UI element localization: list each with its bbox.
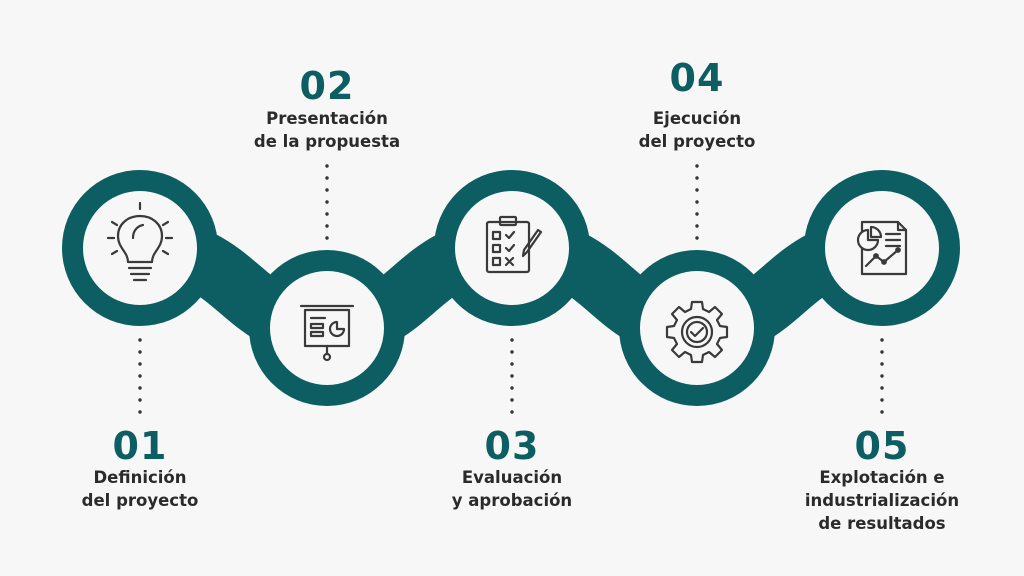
step-number-4: 04: [669, 56, 725, 100]
presentation-board-icon: [299, 304, 355, 362]
step-circle-5: [804, 170, 960, 326]
step-title-4: Ejecución del proyecto: [638, 109, 756, 151]
leader-2: [325, 164, 329, 240]
step-circle-1: [62, 170, 218, 326]
leader-3: [510, 338, 514, 414]
step-number-1: 01: [112, 424, 168, 468]
leader-5: [880, 338, 884, 414]
step-title-2: Presentación de la propuesta: [253, 109, 401, 151]
step-number-5: 05: [854, 424, 910, 468]
step-title-5: Explotación e industrialización de resul…: [804, 468, 960, 533]
report-chart-icon: [856, 220, 908, 276]
step-circle-4: [619, 250, 775, 406]
step-circle-2: [249, 250, 405, 406]
step-title-3: Evaluación y aprobación: [451, 468, 573, 510]
leader-4: [695, 164, 699, 240]
lightbulb-icon: [106, 201, 174, 282]
step-number-3: 03: [484, 424, 540, 468]
step-title-1: Definición del proyecto: [81, 468, 199, 510]
step-number-2: 02: [299, 64, 355, 108]
leader-1: [138, 338, 142, 414]
gear-check-icon: [665, 300, 729, 364]
clipboard-checklist-icon: [485, 215, 543, 274]
dotted-leaders: [138, 164, 884, 414]
